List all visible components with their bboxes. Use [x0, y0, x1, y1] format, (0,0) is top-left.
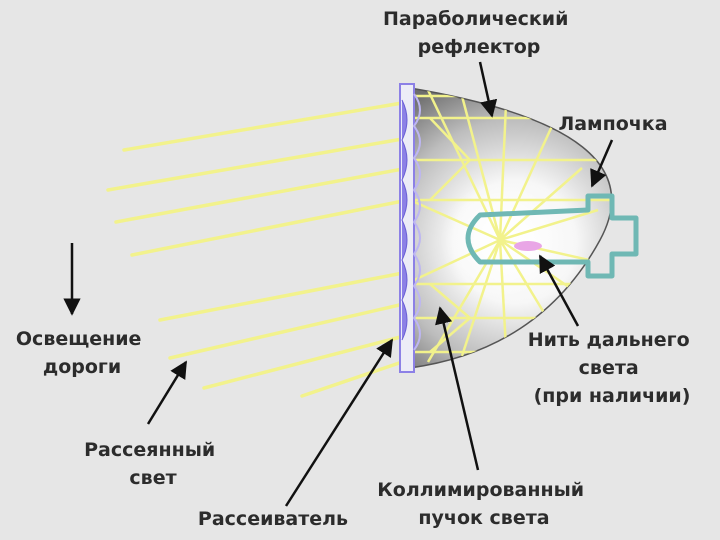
ray [106, 136, 410, 192]
high-beam-label: Нить дальнего света (при наличии) [528, 329, 697, 407]
ray [202, 333, 410, 390]
reflector-label: Параболический рефлектор [383, 8, 575, 58]
bulb-arrow [590, 139, 614, 188]
ray [300, 358, 410, 398]
ray [114, 166, 410, 224]
diffuser-lens [399, 83, 421, 373]
scattered-arrow [146, 360, 188, 425]
ray [122, 100, 410, 152]
high-beam-filament [514, 241, 542, 251]
pointer-arrows [63, 61, 614, 507]
diffuser-label: Рассеиватель [198, 508, 348, 530]
diffuser-arrow [284, 338, 394, 507]
ray [158, 270, 410, 322]
ray [168, 301, 410, 360]
collimated-arrow [435, 306, 480, 471]
bulb-glass-outline [465, 193, 639, 279]
collimated-label: Коллимированный пучок света [377, 479, 590, 529]
bulb-label: Лампочка [558, 113, 667, 135]
ray [130, 198, 410, 257]
bulb [465, 193, 639, 279]
high-beam-arrow [538, 254, 580, 327]
reflector-arrow [478, 61, 498, 118]
scattered-rays [106, 100, 410, 398]
road-label: Освещение дороги [16, 328, 148, 378]
scattered-label: Рассеянный свет [84, 439, 222, 489]
